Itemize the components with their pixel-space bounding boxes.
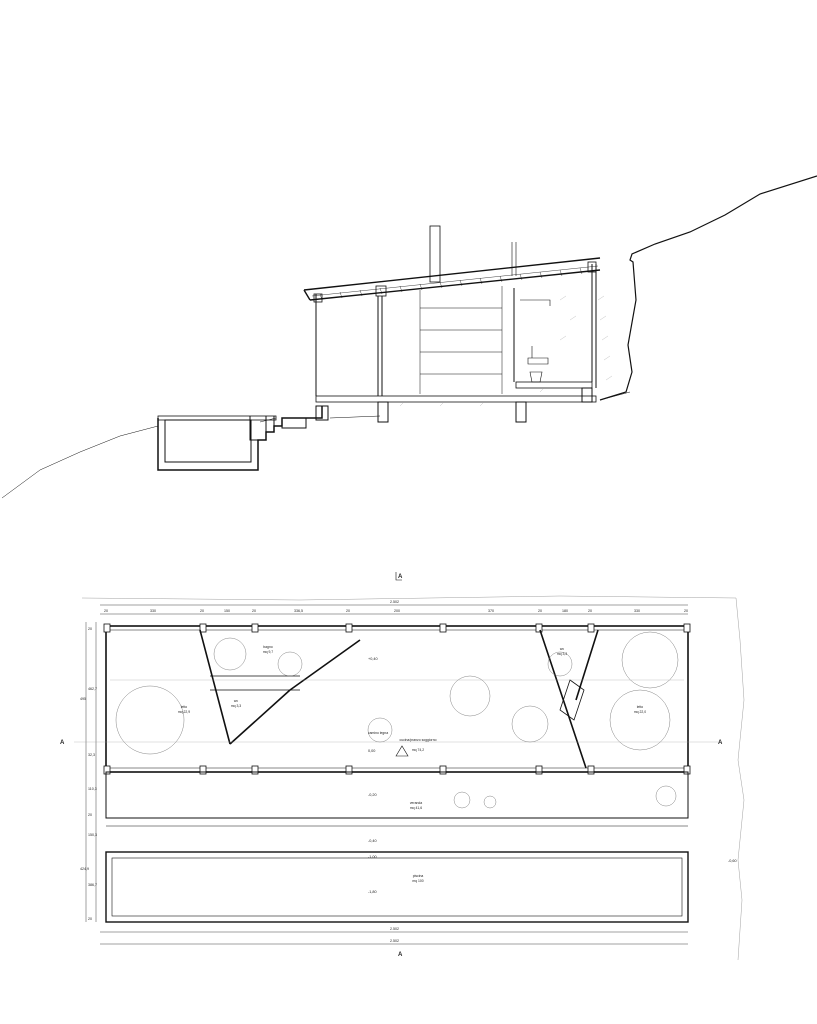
svg-text:110,3: 110,3	[88, 787, 97, 791]
svg-text:495: 495	[80, 697, 86, 701]
columns	[103, 623, 691, 775]
svg-text:200: 200	[394, 609, 400, 613]
room-veranda-name: veranda	[410, 801, 422, 805]
svg-text:336,5: 336,5	[294, 609, 303, 613]
svg-text:20: 20	[88, 627, 92, 631]
svg-text:20: 20	[88, 813, 92, 817]
top-dimension-chain: 20 330 20 150 20 336,5 20 200 370 20 180…	[104, 609, 688, 613]
house-outline	[105, 625, 689, 773]
roof-slab	[303, 257, 601, 301]
svg-text:20: 20	[684, 609, 688, 613]
pool-inner	[111, 857, 683, 917]
bathroom-partitions	[210, 675, 585, 721]
dimension-lines	[85, 604, 688, 945]
room-bathroom-name: bagno	[263, 645, 273, 649]
svg-text:20: 20	[538, 609, 542, 613]
toilet	[529, 371, 543, 383]
room-bed-left-name: letto	[181, 705, 188, 709]
svg-text:150: 150	[224, 609, 230, 613]
level-markers: +0,40 0,00 -0,20 -0,40 -1,00 -1,80 -0,60	[368, 657, 737, 894]
level-living: 0,00	[368, 749, 375, 753]
footing-3	[581, 387, 593, 403]
house-inner	[110, 629, 684, 769]
section-walls	[315, 264, 597, 396]
level-house-upper: +0,40	[368, 657, 378, 661]
ground-hatch	[399, 295, 613, 407]
svg-text:20: 20	[104, 609, 108, 613]
pool-outline	[105, 851, 689, 923]
furniture	[115, 631, 679, 809]
room-labels: bagno mq 9,7 wc mq 3,3 wc mq 3,3 letto m…	[178, 645, 646, 883]
section-marker-line	[395, 572, 402, 581]
level-terrace: -0,40	[368, 839, 377, 843]
room-pool-area: mq 100	[412, 879, 423, 883]
entrance-triangle	[395, 745, 409, 757]
storage-panel	[419, 286, 503, 394]
svg-text:424,9: 424,9	[80, 867, 89, 871]
svg-text:20: 20	[346, 609, 350, 613]
diagonal-walls	[199, 629, 599, 769]
level-pool-edge: -1,00	[368, 855, 377, 859]
plan-marker-right: A	[718, 740, 723, 746]
svg-text:20: 20	[252, 609, 256, 613]
svg-text:386,7: 386,7	[88, 883, 97, 887]
roof-structure	[311, 265, 599, 301]
room-wc-right-name: wc	[560, 647, 564, 651]
overall-dim-bottom-1: 2.502	[390, 927, 399, 931]
site-boundary	[81, 595, 745, 961]
svg-text:462,7: 462,7	[88, 687, 97, 691]
terrace-block	[281, 417, 307, 429]
room-pool-name: piscina	[413, 874, 424, 878]
room-wc-left-area: mq 3,3	[231, 704, 241, 708]
roof-edge-right	[587, 261, 597, 273]
room-bed-right-area: mq 22,0	[634, 710, 646, 714]
room-bathroom-area: mq 9,7	[263, 650, 273, 654]
level-outside: -0,60	[728, 859, 737, 863]
washbasin	[527, 346, 549, 365]
svg-text:370: 370	[488, 609, 494, 613]
pool-edge-slab	[157, 415, 277, 421]
room-living-area: mq 74,2	[412, 748, 424, 752]
section-marker-label: A	[398, 574, 403, 580]
svg-text:32,3: 32,3	[88, 753, 95, 757]
steps	[249, 416, 275, 441]
svg-text:180: 180	[562, 609, 568, 613]
vent-pipe	[511, 242, 517, 276]
left-dimension-chain: 20 495 462,7 32,3 110,3 20 150,3 424,9 3…	[80, 627, 97, 921]
svg-text:20: 20	[200, 609, 204, 613]
room-living-name: cucina/pranzo soggiorno	[400, 738, 437, 742]
svg-text:150,3: 150,3	[88, 833, 97, 837]
pool-water	[164, 419, 252, 463]
room-veranda-area: mq 41,6	[410, 806, 422, 810]
bathroom-raised-floor	[515, 381, 593, 389]
chimney	[429, 225, 441, 283]
terrace-pier	[315, 405, 329, 421]
terrain-line	[599, 175, 817, 401]
svg-text:330: 330	[634, 609, 640, 613]
room-bed-left-area: mq 22,9	[178, 710, 190, 714]
level-pool-bottom: -1,80	[368, 890, 377, 894]
svg-text:20: 20	[88, 917, 92, 921]
overall-dim-top: 2.502	[390, 600, 399, 604]
veranda-outline	[105, 771, 689, 819]
cross-section	[1, 175, 817, 499]
room-wc-left-name: wc	[234, 699, 238, 703]
roof-beam	[375, 285, 387, 297]
plan-marker-bottom: A	[398, 952, 403, 958]
plan-marker-left: A	[60, 740, 65, 746]
room-bed-right-name: letto	[637, 705, 644, 709]
room-wc-right-area: mq 3,3	[557, 652, 567, 656]
level-veranda: -0,20	[368, 793, 377, 797]
fireplace-label: camino legna	[368, 731, 388, 735]
roof-edge-left	[313, 293, 323, 303]
footing-2	[515, 401, 527, 423]
overall-dim-bottom-2: 2.502	[390, 939, 399, 943]
svg-text:330: 330	[150, 609, 156, 613]
footing-1	[377, 401, 389, 423]
floor-slab	[315, 395, 597, 403]
svg-text:20: 20	[588, 609, 592, 613]
shower-head	[520, 299, 551, 306]
floor-plan	[74, 595, 745, 961]
